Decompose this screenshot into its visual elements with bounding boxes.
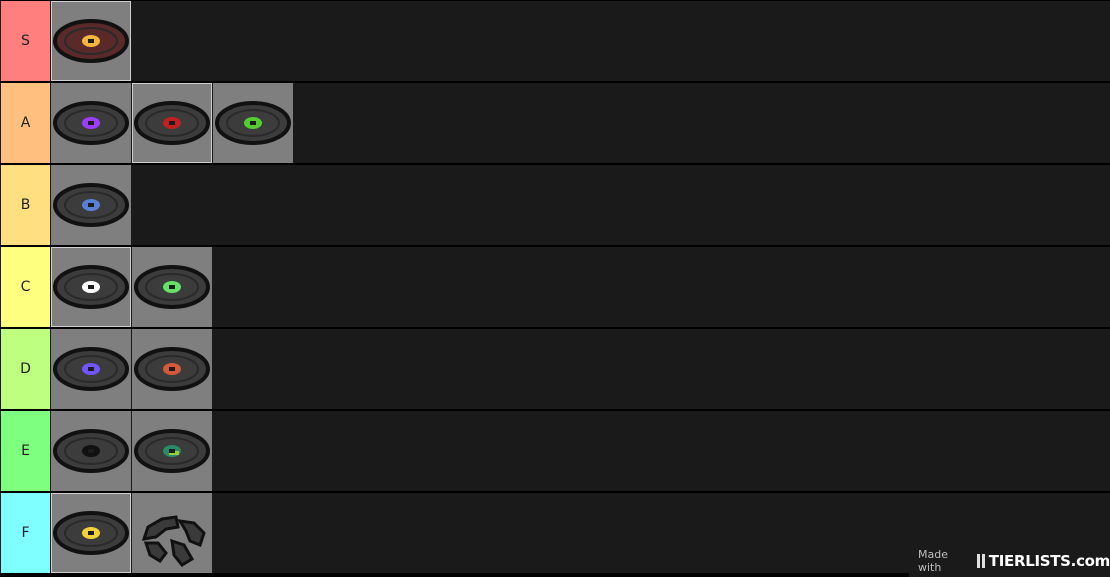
tier-label[interactable]: C [1, 247, 50, 327]
tier-item-tile[interactable] [51, 1, 131, 81]
music-disc-teal-icon [134, 429, 210, 473]
tier-item-tile[interactable] [51, 247, 131, 327]
tier-item-tile[interactable] [132, 493, 212, 573]
tier-item-tile[interactable] [132, 247, 212, 327]
tier-row-c: C [0, 247, 1110, 327]
tier-item-tile[interactable] [51, 411, 131, 491]
tier-label[interactable]: S [1, 1, 50, 81]
tier-item-tile[interactable] [213, 83, 293, 163]
tier-row-s: S [0, 1, 1110, 81]
tier-item-tile[interactable] [132, 329, 212, 409]
tier-item-tile[interactable] [51, 165, 131, 245]
watermark-brand: TIERLISTS.com [988, 552, 1110, 570]
tier-item-tile[interactable] [132, 411, 212, 491]
music-disc-light-green-icon [134, 265, 210, 309]
disc-fragment-icon [141, 515, 206, 567]
tier-label[interactable]: D [1, 329, 50, 409]
music-disc-red-icon [134, 101, 210, 145]
tier-item-tile[interactable] [51, 493, 131, 573]
music-disc-pigstep-icon [53, 19, 129, 63]
music-disc-blue-icon [53, 183, 129, 227]
tier-label[interactable]: E [1, 411, 50, 491]
tierlists-watermark: Made with TIERLISTS.com [909, 545, 1110, 577]
tier-row-d: D [0, 329, 1110, 409]
tier-row-e: E [0, 411, 1110, 491]
tier-label[interactable]: B [1, 165, 50, 245]
music-disc-yellow-icon [53, 511, 129, 555]
tier-item-tile[interactable] [132, 83, 212, 163]
tier-label[interactable]: A [1, 83, 50, 163]
music-disc-violet-icon [53, 347, 129, 391]
music-disc-orange-icon [134, 347, 210, 391]
music-disc-green-icon [215, 101, 291, 145]
music-disc-purple-icon [53, 101, 129, 145]
music-disc-black-icon [53, 429, 129, 473]
tier-item-tile[interactable] [51, 329, 131, 409]
tier-item-tile[interactable] [51, 83, 131, 163]
watermark-prefix: Made with [918, 548, 948, 574]
tier-row-b: B [0, 165, 1110, 245]
music-disc-white-icon [53, 265, 129, 309]
tier-label[interactable]: F [1, 493, 50, 573]
tier-row-a: A [0, 83, 1110, 163]
tierlists-logo-icon [976, 554, 985, 568]
